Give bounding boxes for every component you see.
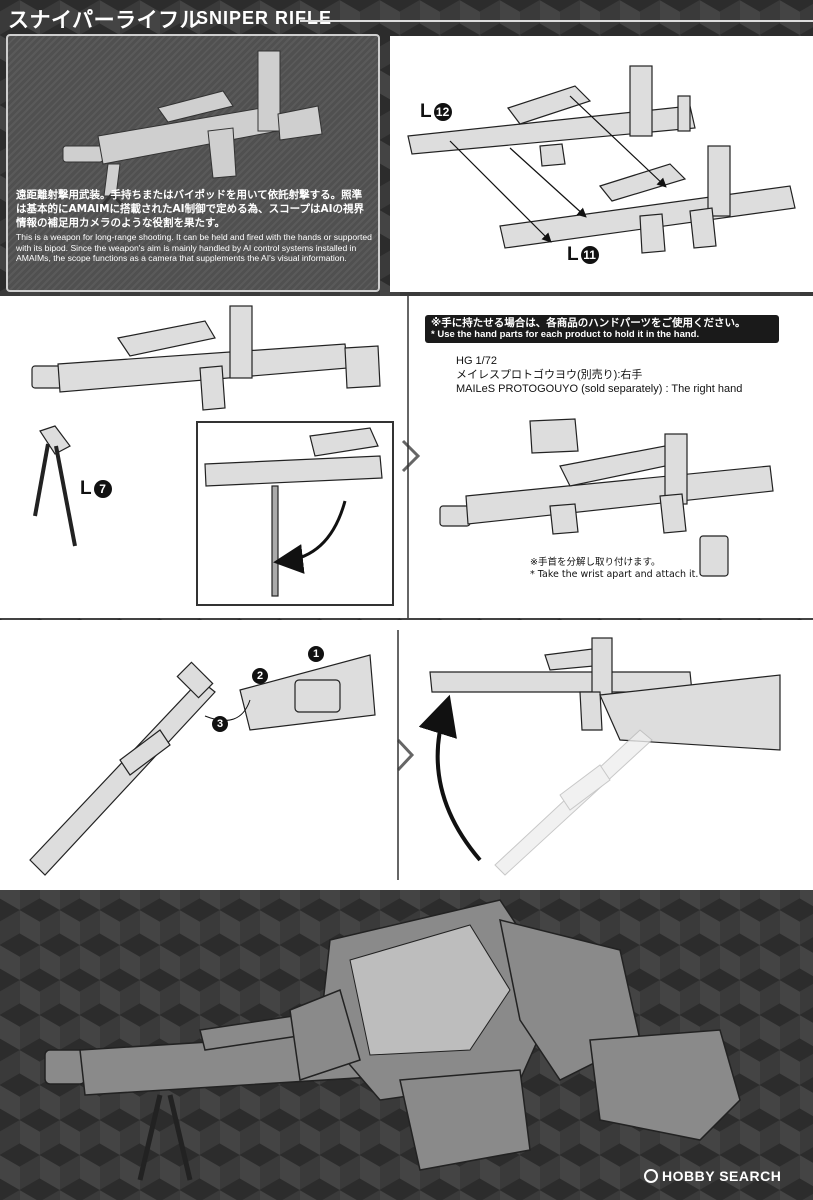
hg-name-ja: メイレスプロトゴウヨウ(別売り):右手 bbox=[456, 369, 643, 381]
page-header: スナイパーライフル SNIPER RIFLE bbox=[0, 0, 813, 36]
page-title-ja: スナイパーライフル bbox=[8, 8, 202, 32]
step-number-1: 1 bbox=[308, 646, 324, 662]
robot-prone-illustration bbox=[44, 899, 741, 1181]
hg-product-label: HG 1/72 メイレスプロトゴウヨウ(別売り):右手 MAILeS PROTO… bbox=[456, 354, 742, 396]
hobby-search-watermark: HOBBY SEARCH bbox=[644, 1168, 781, 1184]
part-letter: L bbox=[420, 101, 432, 122]
notice-text-ja: ※手に持たせる場合は、各商品のハンドパーツをご使用ください。 bbox=[431, 317, 746, 329]
intro-text-ja: 遠距離射撃用武装。手持ちまたはバイポッドを用いて依託射撃する。照準は基本的にAM… bbox=[16, 189, 364, 229]
hand-parts-notice: ※手に持たせる場合は、各商品のハンドパーツをご使用ください。 * Use the… bbox=[425, 315, 779, 343]
part-letter: L bbox=[80, 478, 92, 499]
step-1-diagram bbox=[407, 65, 796, 254]
step-4-diagram bbox=[29, 630, 781, 880]
step-4-panel bbox=[0, 620, 813, 890]
intro-text-en: This is a weapon for long-range shooting… bbox=[16, 232, 372, 263]
part-number-badge: 11 bbox=[580, 245, 599, 264]
notice-text-en: * Use the hand parts for each product to… bbox=[431, 329, 700, 340]
part-number-badge: 12 bbox=[433, 102, 452, 121]
hg-name-en: MAILeS PROTOGOUYO (sold separately) : Th… bbox=[456, 383, 743, 395]
page-title-en: SNIPER RIFLE bbox=[196, 8, 333, 28]
wrist-note-ja: ※手首を分解し取り付けます。 bbox=[530, 557, 661, 568]
header-rule bbox=[300, 20, 813, 22]
part-letter: L bbox=[567, 244, 579, 265]
step-1-panel bbox=[390, 36, 813, 292]
wrist-note-en: * Take the wrist apart and attach it. bbox=[530, 569, 699, 580]
hg-scale: HG 1/72 bbox=[456, 355, 497, 367]
watermark-text: HOBBY SEARCH bbox=[662, 1168, 782, 1184]
step-2-diagram bbox=[31, 296, 774, 618]
hobby-search-logo-icon bbox=[644, 1169, 658, 1183]
rifle-hero-illustration bbox=[62, 50, 323, 213]
step-number-2: 2 bbox=[252, 668, 268, 684]
step-number-3: 3 bbox=[212, 716, 228, 732]
intro-box: 遠距離射撃用武装。手持ちまたはバイポッドを用いて依託射撃する。照準は基本的にAM… bbox=[6, 34, 380, 292]
part-number-badge: 7 bbox=[93, 479, 112, 498]
step-2-panel bbox=[0, 296, 813, 618]
wrist-note: ※手首を分解し取り付けます。 * Take the wrist apart an… bbox=[530, 557, 698, 581]
